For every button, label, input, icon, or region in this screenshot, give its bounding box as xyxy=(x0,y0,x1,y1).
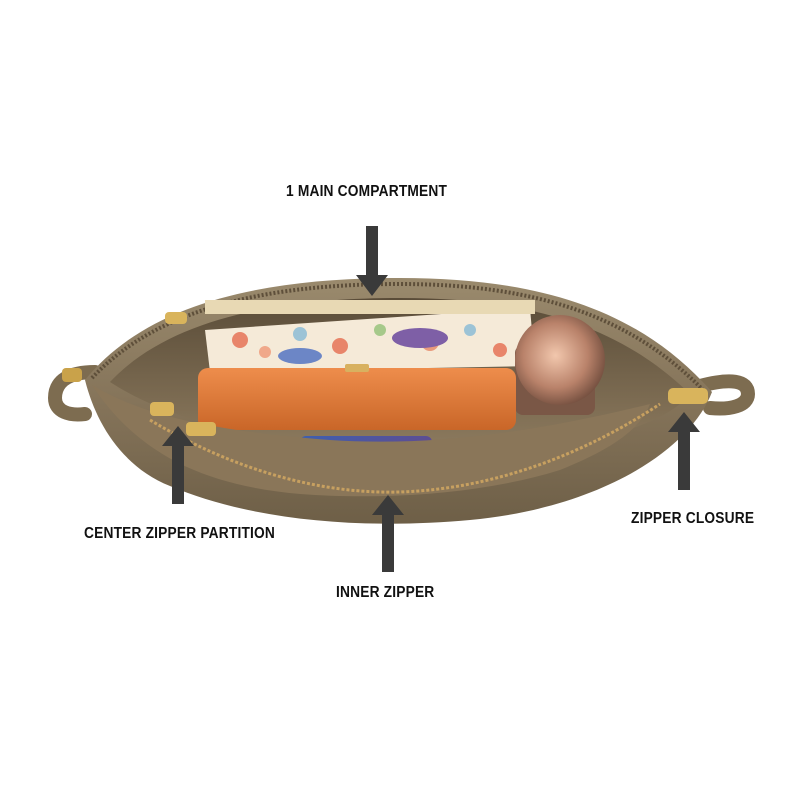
zipper-pull-closure xyxy=(668,388,708,404)
strap-left xyxy=(47,365,102,422)
label-main-compartment: 1 MAIN COMPARTMENT xyxy=(286,183,448,200)
floral-notebook xyxy=(205,300,535,372)
orange-wallet xyxy=(198,364,516,430)
center-partition xyxy=(92,385,650,497)
copper-tumbler xyxy=(515,315,605,415)
zipper-pull-center xyxy=(150,402,216,436)
strap-right xyxy=(693,374,756,416)
label-zipper-closure: ZIPPER CLOSURE xyxy=(631,510,755,527)
label-center-zipper-partition: CENTER ZIPPER PARTITION xyxy=(84,525,276,542)
arrow-inner-zipper xyxy=(372,495,404,572)
arrow-center-zipper-partition xyxy=(162,426,194,504)
arrow-main-compartment xyxy=(356,226,388,296)
arrow-zipper-closure xyxy=(668,412,700,490)
zipper-pull-top xyxy=(165,312,187,324)
inner-zipper-track xyxy=(149,402,661,494)
label-inner-zipper: INNER ZIPPER xyxy=(336,584,435,601)
